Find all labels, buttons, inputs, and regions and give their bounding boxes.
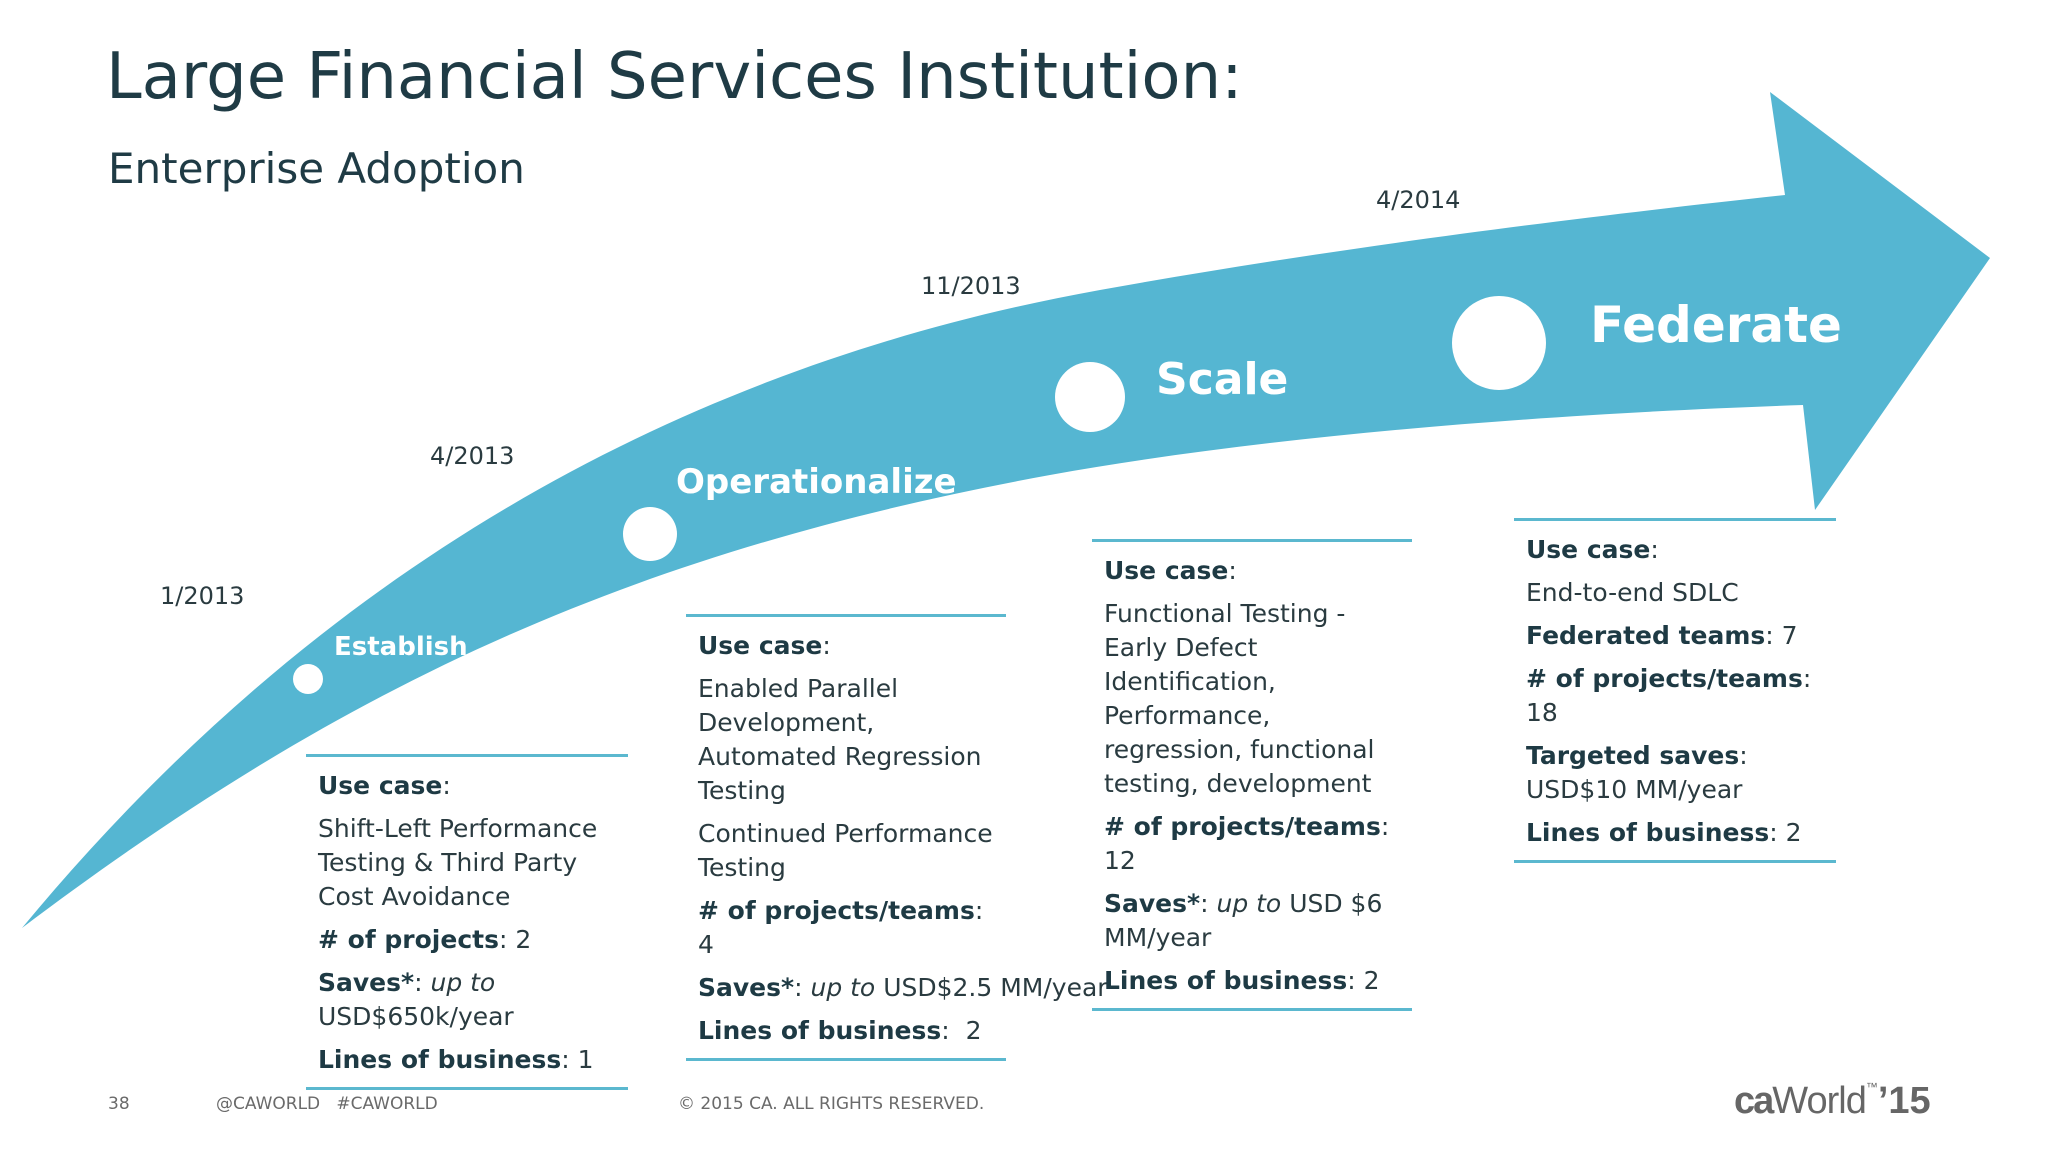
saves-value: USD $6 MM/year bbox=[1104, 889, 1383, 952]
use-case-row: Use case: bbox=[698, 631, 831, 660]
card-establish: Use case: Shift-Left Performance Testing… bbox=[306, 754, 628, 1090]
saves-prefix: up to bbox=[810, 973, 876, 1002]
lob-value: 1 bbox=[577, 1045, 594, 1074]
lob-label: Lines of business bbox=[1104, 966, 1348, 995]
projects-row: # of projects/teams: 4 bbox=[698, 896, 984, 959]
use-case-row: Use case: bbox=[318, 771, 451, 800]
saves-prefix: up to bbox=[430, 968, 496, 997]
lob-label: Lines of business bbox=[1526, 818, 1770, 847]
saves-row: Saves*: up to USD $6 MM/year bbox=[1104, 889, 1383, 952]
projects-label: # of projects bbox=[318, 925, 499, 954]
milestone-dot-establish bbox=[293, 664, 323, 694]
teams-label: Federated teams bbox=[1526, 621, 1766, 650]
use-case-row: Use case: bbox=[1104, 556, 1237, 585]
saves-label: Saves* bbox=[698, 973, 795, 1002]
saves-row: Saves*: up to USD$650k/year bbox=[318, 968, 514, 1031]
teams-row: Federated teams: 7 bbox=[1526, 621, 1798, 650]
logo-year: ’15 bbox=[1877, 1080, 1931, 1122]
use-case-value: End-to-end SDLC bbox=[1526, 578, 1739, 607]
use-case-value: Functional Testing - Early Defect Identi… bbox=[1104, 599, 1375, 798]
use-case-row: Use case: bbox=[1526, 535, 1659, 564]
ca-world-logo: caWorld™’15 bbox=[1734, 1080, 1931, 1123]
lob-row: Lines of business: 2 bbox=[698, 1016, 982, 1045]
card-federate: Use case: End-to-end SDLC Federated team… bbox=[1514, 518, 1836, 863]
page-number: 38 bbox=[108, 1094, 130, 1114]
lob-value: 2 bbox=[965, 1016, 982, 1045]
saves-prefix: up to bbox=[1216, 889, 1282, 918]
projects-row: # of projects: 2 bbox=[318, 925, 532, 954]
projects-label: # of projects/teams bbox=[1104, 812, 1381, 841]
use-case-label: Use case bbox=[318, 771, 443, 800]
teams-value: 7 bbox=[1781, 621, 1798, 650]
saves-label: Targeted saves bbox=[1526, 741, 1740, 770]
lob-value: 2 bbox=[1363, 966, 1380, 995]
use-case-label: Use case bbox=[1104, 556, 1229, 585]
use-case-value: Shift-Left Performance Testing & Third P… bbox=[318, 814, 598, 911]
date-scale: 11/2013 bbox=[921, 272, 1021, 300]
milestone-dot-operationalize bbox=[623, 507, 677, 561]
lob-row: Lines of business: 1 bbox=[318, 1045, 594, 1074]
projects-value: 18 bbox=[1526, 698, 1558, 727]
lob-row: Lines of business: 2 bbox=[1104, 966, 1380, 995]
milestone-dot-federate bbox=[1452, 296, 1546, 390]
logo-world: World bbox=[1772, 1080, 1867, 1122]
lob-label: Lines of business bbox=[318, 1045, 562, 1074]
projects-value: 12 bbox=[1104, 846, 1136, 875]
saves-value: USD$10 MM/year bbox=[1526, 775, 1743, 804]
saves-label: Saves* bbox=[1104, 889, 1201, 918]
card-scale: Use case: Functional Testing - Early Def… bbox=[1092, 539, 1412, 1011]
logo-trademark: ™ bbox=[1865, 1080, 1878, 1094]
projects-value: 2 bbox=[515, 925, 532, 954]
stage-label-scale: Scale bbox=[1156, 354, 1289, 405]
saves-label: Saves* bbox=[318, 968, 415, 997]
saves-value: USD$2.5 MM/year bbox=[883, 973, 1108, 1002]
lob-row: Lines of business: 2 bbox=[1526, 818, 1802, 847]
projects-value: 4 bbox=[698, 930, 714, 959]
projects-label: # of projects/teams bbox=[698, 896, 975, 925]
projects-row: # of projects/teams: 18 bbox=[1526, 664, 1812, 727]
copyright: © 2015 CA. ALL RIGHTS RESERVED. bbox=[678, 1094, 985, 1114]
date-establish: 1/2013 bbox=[160, 582, 245, 610]
projects-row: # of projects/teams: 12 bbox=[1104, 812, 1390, 875]
slide-subtitle: Enterprise Adoption bbox=[108, 144, 525, 193]
projects-label: # of projects/teams bbox=[1526, 664, 1803, 693]
lob-value: 2 bbox=[1785, 818, 1802, 847]
stage-label-operationalize: Operationalize bbox=[676, 462, 957, 502]
card-operationalize: Use case: Enabled Parallel Development, … bbox=[686, 614, 1108, 1061]
saves-value: USD$650k/year bbox=[318, 1002, 514, 1031]
use-case-label: Use case bbox=[1526, 535, 1651, 564]
lob-label: Lines of business bbox=[698, 1016, 942, 1045]
use-case-value-2: Continued Performance Testing bbox=[698, 819, 993, 882]
stage-label-federate: Federate bbox=[1590, 296, 1842, 354]
slide-title: Large Financial Services Institution: bbox=[106, 40, 1243, 114]
stage-label-establish: Establish bbox=[334, 632, 468, 662]
use-case-value-1: Enabled Parallel Development, Automated … bbox=[698, 674, 982, 805]
use-case-label: Use case bbox=[698, 631, 823, 660]
date-operationalize: 4/2013 bbox=[430, 442, 515, 470]
saves-row: Saves*: up to USD$2.5 MM/year bbox=[698, 973, 1108, 1002]
logo-ca: ca bbox=[1734, 1080, 1774, 1122]
social-handles: @CAWORLD #CAWORLD bbox=[216, 1094, 438, 1114]
saves-row: Targeted saves: USD$10 MM/year bbox=[1526, 741, 1748, 804]
milestone-dot-scale bbox=[1055, 362, 1125, 432]
date-federate: 4/2014 bbox=[1376, 186, 1461, 214]
